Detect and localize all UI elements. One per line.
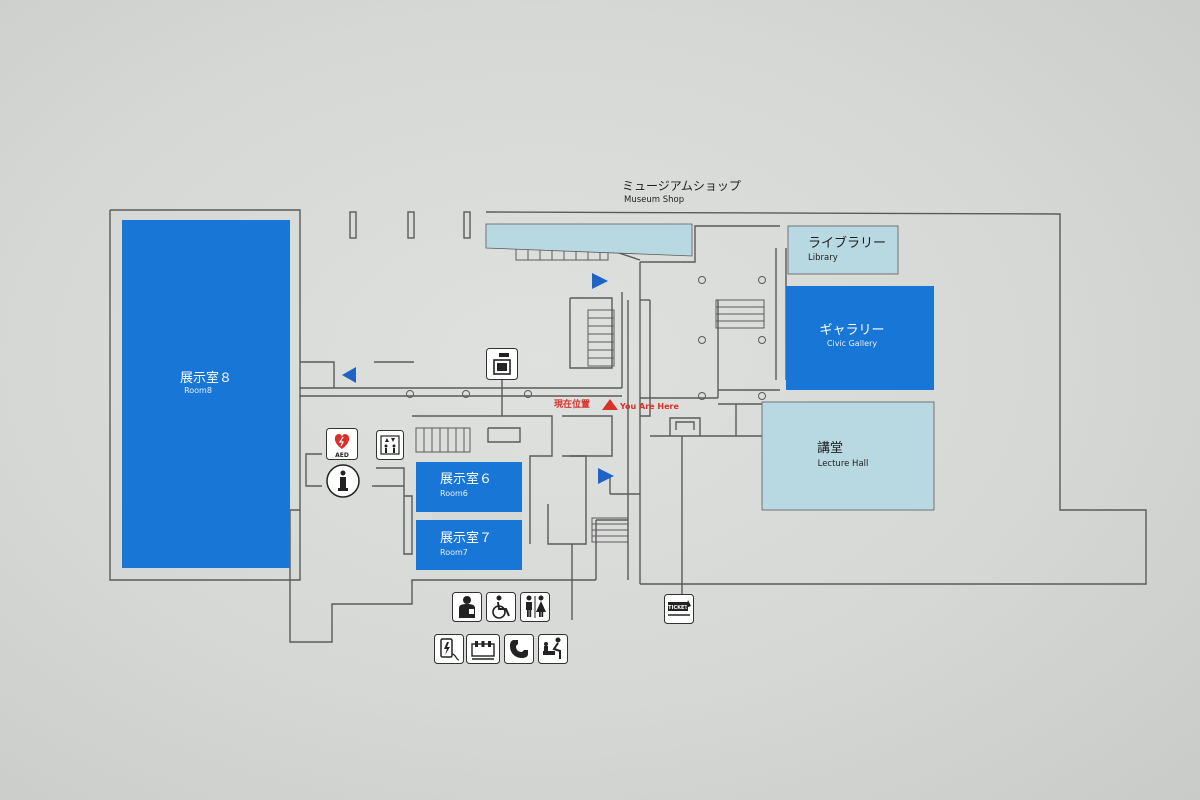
lecture-hall-sublabel: Lecture Hall	[817, 459, 869, 469]
nursing-room-icon	[452, 592, 482, 622]
arrow-right-south	[598, 468, 614, 484]
aed-text: AED	[335, 452, 349, 459]
room6-area	[416, 462, 522, 512]
library-area	[787, 225, 899, 275]
gallery-area	[786, 286, 934, 390]
room6-sublabel: Room6	[440, 489, 468, 498]
you-are-here-sublabel: You Are Here	[620, 402, 679, 411]
room8-label: 展示室８	[179, 371, 233, 386]
library-label: ライブラリー	[808, 236, 887, 251]
baby-changing-icon	[538, 634, 568, 664]
wheelchair-icon	[486, 592, 516, 622]
room7-area	[416, 512, 522, 570]
locker-icon	[486, 348, 518, 380]
room6-label: 展示室６	[440, 472, 493, 487]
room8-sublabel: Room8	[184, 386, 212, 395]
elevator-icon	[376, 430, 404, 460]
room8-area	[122, 220, 290, 568]
museum-shop-sublabel: Museum Shop	[624, 195, 685, 205]
room7-label: 展示室７	[440, 531, 493, 546]
telephone-icon	[504, 634, 534, 664]
charging-icon	[434, 634, 464, 664]
room7-sublabel: Room7	[440, 548, 468, 557]
arrow-right-north	[592, 273, 608, 289]
gallery-label: ギャラリー	[819, 323, 885, 338]
you-are-here-label: 現在位置	[554, 400, 591, 410]
lecture-hall-label: 講堂	[816, 441, 844, 456]
information-icon	[326, 464, 360, 498]
columns	[406, 276, 766, 400]
ticket-icon: TICKET	[664, 594, 694, 624]
you-are-here-marker	[602, 399, 618, 410]
gallery-sublabel: Civic Gallery	[826, 339, 878, 348]
restroom-icon	[520, 592, 550, 622]
aed-icon: AED	[326, 428, 358, 460]
museum-shop-label: ミュージアムショップ	[622, 179, 741, 193]
lecture-hall-area	[761, 401, 935, 511]
coin-locker-icon	[466, 634, 500, 664]
room6-7-divider	[432, 512, 522, 520]
library-sublabel: Library	[808, 253, 838, 263]
ticket-text: TICKET	[668, 605, 688, 611]
museum-shop-area	[485, 223, 693, 257]
arrow-left-west	[342, 367, 356, 383]
